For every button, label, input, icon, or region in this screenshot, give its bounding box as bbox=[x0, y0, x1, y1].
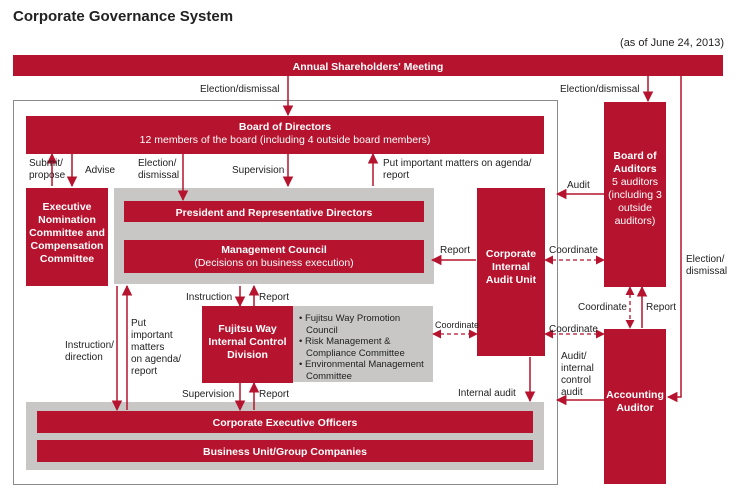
fujitsu-way-line-3: Division bbox=[227, 349, 268, 361]
label-supervision-top: Supervision bbox=[232, 165, 285, 176]
label-audit-ic-1: Audit/ bbox=[561, 351, 587, 362]
auditors-sub-1: 5 auditors bbox=[611, 176, 659, 188]
label-agenda-top-1: Put important matters on agenda/ bbox=[383, 158, 532, 169]
page-title: Corporate Governance System bbox=[13, 8, 234, 25]
label-election-accounting-2: dismissal bbox=[686, 266, 728, 277]
label-instruction-direction: Instruction/ direction bbox=[65, 340, 114, 364]
management-council-box: Management Council (Decisions on busines… bbox=[124, 240, 424, 273]
label-report-bottom: Report bbox=[259, 389, 290, 400]
board-of-directors-box: Board of Directors 12 members of the boa… bbox=[26, 116, 544, 154]
audit-unit-line-3: Audit Unit bbox=[485, 274, 537, 286]
audit-unit-line-2: Internal bbox=[492, 261, 530, 273]
label-report-up: Report bbox=[259, 292, 290, 303]
board-of-auditors-box: Board of Auditors 5 auditors (including … bbox=[604, 102, 666, 287]
label-agenda-long-4: on agenda/ bbox=[131, 354, 182, 365]
executive-officers-box: Corporate Executive Officers bbox=[37, 411, 533, 433]
label-audit-ic-2: internal bbox=[561, 363, 594, 374]
board-subtitle: 12 members of the board (including 4 out… bbox=[139, 134, 431, 146]
councils-panel bbox=[293, 306, 433, 382]
auditors-sub-4: auditors) bbox=[614, 215, 656, 227]
label-agenda-top-2: report bbox=[383, 170, 410, 181]
fujitsu-way-line-1: Fujitsu Way bbox=[218, 323, 277, 335]
label-election-president: Election/ dismissal bbox=[138, 158, 179, 182]
accounting-line-1: Accounting bbox=[606, 389, 664, 401]
label-agenda-long: Put important matters on agenda/ report bbox=[131, 318, 181, 378]
accounting-line-2: Auditor bbox=[616, 402, 654, 414]
label-advise: Advise bbox=[85, 165, 116, 176]
label-submit-propose: Submit/ propose bbox=[29, 158, 65, 182]
label-agenda-long-5: report bbox=[131, 366, 158, 377]
label-coordinate-vertical: Coordinate bbox=[578, 302, 627, 313]
label-internal-audit: Internal audit bbox=[458, 388, 516, 399]
internal-audit-unit-box: Corporate Internal Audit Unit bbox=[477, 188, 545, 356]
fujitsu-way-division-box: Fujitsu Way Internal Control Division bbox=[202, 306, 293, 383]
label-audit-internal-control: Audit/ internal control audit bbox=[561, 351, 594, 399]
councils-list: • Fujitsu Way Promotion Council • Risk M… bbox=[299, 313, 431, 382]
label-audit-ic-4: audit bbox=[561, 387, 583, 398]
label-instr-dir-2: direction bbox=[65, 352, 103, 363]
president-label: President and Representative Directors bbox=[175, 207, 373, 219]
label-agenda-top: Put important matters on agenda/ report bbox=[383, 158, 531, 182]
accounting-auditor-box: Accounting Auditor bbox=[604, 329, 666, 484]
label-instr-dir-1: Instruction/ bbox=[65, 340, 114, 351]
auditors-title-1: Board of bbox=[613, 150, 657, 162]
nomination-committee-box: Executive Nomination Committee and Compe… bbox=[26, 188, 108, 286]
auditors-sub-2: (including 3 bbox=[608, 189, 662, 201]
fujitsu-way-line-2: Internal Control bbox=[208, 336, 287, 348]
shareholders-meeting-label: Annual Shareholders' Meeting bbox=[292, 61, 444, 73]
label-submit-1: Submit/ bbox=[29, 158, 63, 169]
label-election-president-1: Election/ bbox=[138, 158, 177, 169]
management-title: Management Council bbox=[221, 244, 327, 256]
label-supervision-bottom: Supervision bbox=[182, 389, 235, 400]
label-report-mgmt: Report bbox=[440, 245, 471, 256]
label-election-accounting-1: Election/ bbox=[686, 254, 725, 265]
business-units-box: Business Unit/Group Companies bbox=[37, 440, 533, 462]
label-report-auditors: Report bbox=[646, 302, 677, 313]
auditors-sub-3: outside bbox=[618, 202, 652, 214]
nomination-line-2: Nomination bbox=[38, 214, 96, 226]
label-coordinate-auditors: Coordinate bbox=[549, 245, 598, 256]
business-units-label: Business Unit/Group Companies bbox=[203, 446, 367, 458]
auditors-title-2: Auditors bbox=[613, 163, 657, 175]
label-audit: Audit bbox=[567, 180, 590, 191]
council-item-1: • Fujitsu Way Promotion Council bbox=[299, 313, 401, 336]
label-agenda-long-2: important bbox=[131, 330, 173, 341]
council-item-2: • Risk Management & Compliance Committee bbox=[299, 336, 405, 359]
president-box: President and Representative Directors bbox=[124, 201, 424, 222]
label-coordinate-accounting: Coordinate bbox=[549, 324, 598, 335]
council-item-3: • Environmental Management Committee bbox=[299, 359, 424, 382]
label-coordinate-councils: Coordinate bbox=[435, 320, 480, 330]
label-election-accounting: Election/ dismissal bbox=[686, 254, 727, 278]
nomination-line-5: Committee bbox=[39, 253, 95, 265]
nomination-line-4: Compensation bbox=[30, 240, 104, 252]
label-election-auditors: Election/dismissal bbox=[560, 84, 640, 95]
label-agenda-long-1: Put bbox=[131, 318, 147, 329]
nomination-line-3: Committee and bbox=[29, 227, 105, 239]
label-election-board: Election/dismissal bbox=[200, 84, 280, 95]
shareholders-meeting-box: Annual Shareholders' Meeting bbox=[13, 55, 723, 76]
label-audit-ic-3: control bbox=[561, 375, 592, 386]
as-of-date: (as of June 24, 2013) bbox=[620, 37, 724, 49]
nomination-line-1: Executive bbox=[42, 201, 92, 213]
label-election-president-2: dismissal bbox=[138, 170, 180, 181]
board-title: Board of Directors bbox=[238, 121, 332, 133]
company-frame bbox=[13, 100, 558, 485]
label-agenda-long-3: matters bbox=[131, 342, 165, 353]
audit-unit-line-1: Corporate bbox=[485, 248, 537, 260]
label-instruction: Instruction bbox=[186, 292, 233, 303]
executive-officers-label: Corporate Executive Officers bbox=[212, 417, 358, 429]
arrow-election-accounting bbox=[666, 76, 682, 403]
label-submit-2: propose bbox=[29, 170, 66, 181]
management-subtitle: (Decisions on business execution) bbox=[194, 257, 354, 269]
